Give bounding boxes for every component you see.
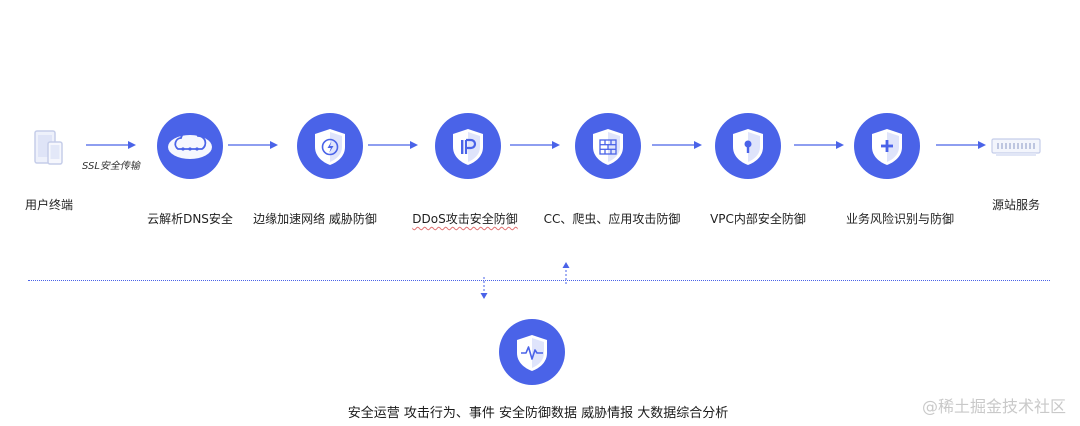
origin-server-node bbox=[990, 137, 1042, 159]
stage-edge-node bbox=[297, 113, 363, 179]
shield-lock-icon bbox=[733, 129, 763, 165]
watermark: @稀土掘金技术社区 bbox=[921, 397, 1066, 416]
stage-risk-node bbox=[854, 113, 920, 179]
stage-cc-label: CC、爬虫、应用攻击防御 bbox=[543, 212, 681, 226]
shield-firewall-icon bbox=[593, 129, 623, 165]
stage-ddos-text: DDoS攻击安全防御 bbox=[412, 212, 518, 226]
flow-arrow-3 bbox=[368, 141, 418, 149]
device-icon bbox=[34, 130, 63, 165]
stage-vpc-node bbox=[715, 113, 781, 179]
section-divider bbox=[28, 280, 1050, 281]
stage-cc-node bbox=[575, 113, 641, 179]
cloud-icon bbox=[168, 129, 212, 159]
analytics-node bbox=[499, 319, 565, 385]
flow-arrow-1 bbox=[86, 141, 136, 149]
flow-arrow-2 bbox=[228, 141, 278, 149]
shield-ip-icon bbox=[453, 129, 483, 165]
origin-server-label: 源站服务 bbox=[991, 198, 1041, 212]
user-terminal-node bbox=[32, 128, 72, 168]
stage-vpc-label: VPC内部安全防御 bbox=[710, 212, 806, 226]
stage-ddos-label: DDoS攻击安全防御 bbox=[412, 210, 517, 227]
shield-plus-icon bbox=[872, 129, 902, 165]
analytics-caption: 安全运营 攻击行为、事件 安全防御数据 威胁情报 大数据综合分析 bbox=[347, 406, 729, 421]
user-terminal-label: 用户终端 bbox=[24, 198, 74, 212]
stage-dns-label: 云解析DNS安全 bbox=[147, 212, 233, 226]
flow-arrow-5 bbox=[652, 141, 702, 149]
stage-ddos-node bbox=[435, 113, 501, 179]
stage-edge-label: 边缘加速网络 威胁防御 bbox=[253, 212, 377, 226]
down-connector-arrow bbox=[480, 277, 488, 299]
flow-arrow-4 bbox=[510, 141, 560, 149]
up-connector-arrow bbox=[562, 262, 570, 286]
shield-pulse-icon bbox=[517, 335, 547, 371]
ssl-transfer-label: SSL安全传输 bbox=[82, 161, 140, 172]
stage-risk-label: 业务风险识别与防御 bbox=[845, 212, 955, 226]
flow-arrow-6 bbox=[794, 141, 844, 149]
flow-arrow-7 bbox=[936, 141, 986, 149]
shield-lightning-icon bbox=[315, 129, 345, 165]
server-icon bbox=[991, 138, 1041, 156]
stage-dns-node bbox=[157, 113, 223, 179]
